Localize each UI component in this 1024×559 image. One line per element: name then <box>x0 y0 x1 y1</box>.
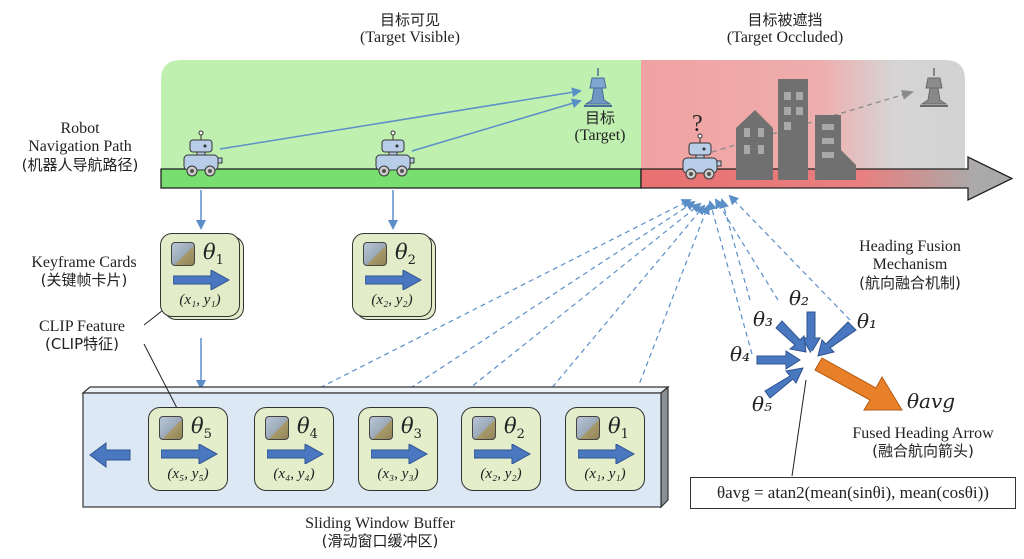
clip-label-cn: (CLIP特征) <box>44 335 119 354</box>
buildings-icon <box>736 79 856 180</box>
fusion-title-2: Mechanism <box>872 256 948 274</box>
heading-theta: θ2 <box>395 240 416 269</box>
clip-image-icon <box>369 416 393 440</box>
fusion-input-theta3: θ₃ <box>753 307 774 331</box>
keyframe-label-en: Keyframe Cards <box>31 254 137 271</box>
fusion-burst-icon <box>799 350 822 374</box>
fusion-input-theta2: θ₂ <box>789 286 810 310</box>
position-coord: (x₃, y₃) <box>377 466 419 482</box>
heading-theta: θ2 <box>504 414 525 443</box>
clip-image-icon <box>576 416 600 440</box>
heading-arrow-icon <box>474 444 532 464</box>
leader-line <box>791 379 807 477</box>
path-label-en-2: Navigation Path <box>28 138 132 156</box>
fusion-input-theta1: θ₁ <box>857 309 878 333</box>
feedback-line <box>444 202 702 409</box>
feedback-line <box>714 198 779 301</box>
keyframe-cards-label: Keyframe Cards (关键帧卡片) <box>10 254 158 290</box>
buffer-label: Sliding Window Buffer (滑动窗口缓冲区) <box>280 515 480 551</box>
buffer-card[interactable]: θ1 (x₁, y₁) <box>565 407 645 491</box>
fused-arrow-label: Fused Heading Arrow (融合航向箭头) <box>828 425 1018 461</box>
robot-icon <box>375 130 415 177</box>
target-tower-icon <box>584 68 612 107</box>
sight-line <box>411 98 582 152</box>
zone-visible-title-en: (Target Visible) <box>360 29 460 47</box>
heading-arrow-icon <box>365 270 423 290</box>
buffer-label-en: Sliding Window Buffer <box>305 515 455 532</box>
clip-image-icon <box>472 416 496 440</box>
position-coord: (x₂, y₂) <box>480 466 522 482</box>
target-label-cn: 目标 <box>584 109 615 127</box>
position-coord: (x₂, y₂) <box>371 292 413 308</box>
evict-left-arrow <box>89 442 131 468</box>
navigation-path-label: Robot Navigation Path (机器人导航路径) <box>2 120 158 174</box>
zone-occluded-title-en: (Target Occluded) <box>726 29 844 47</box>
heading-arrow-icon <box>267 444 325 464</box>
fused-arrow-label-cn: (融合航向箭头) <box>872 442 974 461</box>
heading-theta: θ5 <box>191 414 212 443</box>
zone-visible-title-cn: 目标可见 <box>379 11 440 29</box>
keyframe-card[interactable]: θ2 (x₂, y₂) <box>352 233 432 317</box>
feedback-line <box>629 204 710 409</box>
fusion-input-theta4: θ₄ <box>730 342 751 366</box>
heading-arrow-icon <box>578 444 636 464</box>
fusion-formula: θavg = atan2(mean(sinθi), mean(cosθi)) <box>690 477 1016 509</box>
feedback-line <box>707 200 753 355</box>
heading-arrow-icon <box>161 444 219 464</box>
clip-image-icon <box>171 242 195 266</box>
keyframe-label-cn: (关键帧卡片) <box>40 271 128 290</box>
feedback-line <box>719 198 751 301</box>
keyframe-card[interactable]: θ1 (x₁, y₁) <box>160 233 240 317</box>
robot-icon-occluded <box>682 133 722 180</box>
path-label-cn: (机器人导航路径) <box>21 155 139 174</box>
heading-theta: θ4 <box>297 414 318 443</box>
clip-image-icon <box>363 242 387 266</box>
buffer-card[interactable]: θ3 (x₃, y₃) <box>358 407 438 491</box>
fusion-title-cn: (航向融合机制) <box>859 273 961 292</box>
fusion-output-label: θavg <box>907 389 956 413</box>
position-coord: (x₅, y₅) <box>167 466 209 482</box>
sight-line <box>219 87 582 150</box>
clip-label-en: CLIP Feature <box>38 318 126 335</box>
buffer-card[interactable]: θ5 (x₅, y₅) <box>148 407 228 491</box>
robot-icon <box>183 130 223 177</box>
heading-theta: θ3 <box>401 414 422 443</box>
feedback-line <box>534 204 706 409</box>
occluded-sight-line <box>711 90 914 153</box>
leader-line <box>143 343 181 415</box>
fusion-input-theta5: θ₅ <box>752 392 773 416</box>
fusion-input-arrows <box>756 311 857 399</box>
target-label: 目标 (Target) <box>560 109 640 146</box>
buffer-card[interactable]: θ2 (x₂, y₂) <box>461 407 541 491</box>
path-label-en-1: Robot <box>60 120 100 137</box>
heading-arrow-icon <box>371 444 429 464</box>
heading-theta: θ1 <box>203 240 224 269</box>
fusion-title-1: Heading Fusion <box>859 238 961 255</box>
buffer-label-cn: (滑动窗口缓冲区) <box>321 532 439 551</box>
clip-image-icon <box>159 416 183 440</box>
heading-theta: θ1 <box>608 414 629 443</box>
target-label-en: (Target) <box>574 127 626 145</box>
zone-occluded-title-cn: 目标被遮挡 <box>747 11 823 29</box>
occluded-target-icon <box>920 68 948 107</box>
zone-visible-title: 目标可见 (Target Visible) <box>330 11 490 48</box>
position-coord: (x₁, y₁) <box>179 292 221 308</box>
zone-target-visible <box>161 60 641 175</box>
fused-heading-arrow <box>814 357 903 411</box>
question-mark: ? <box>692 111 703 137</box>
clip-image-icon <box>265 416 289 440</box>
clip-feature-label: CLIP Feature (CLIP特征) <box>20 318 144 354</box>
buffer-card[interactable]: θ4 (x₄, y₄) <box>254 407 334 491</box>
fusion-title: Heading Fusion Mechanism (航向融合机制) <box>840 238 980 292</box>
zone-occluded-title: 目标被遮挡 (Target Occluded) <box>700 11 870 48</box>
heading-arrow-icon <box>173 270 231 290</box>
position-coord: (x₄, y₄) <box>273 466 315 482</box>
feedback-line <box>728 194 851 321</box>
feedback-line <box>279 199 692 409</box>
fused-arrow-label-en: Fused Heading Arrow <box>852 425 994 442</box>
position-coord: (x₁, y₁) <box>584 466 626 482</box>
